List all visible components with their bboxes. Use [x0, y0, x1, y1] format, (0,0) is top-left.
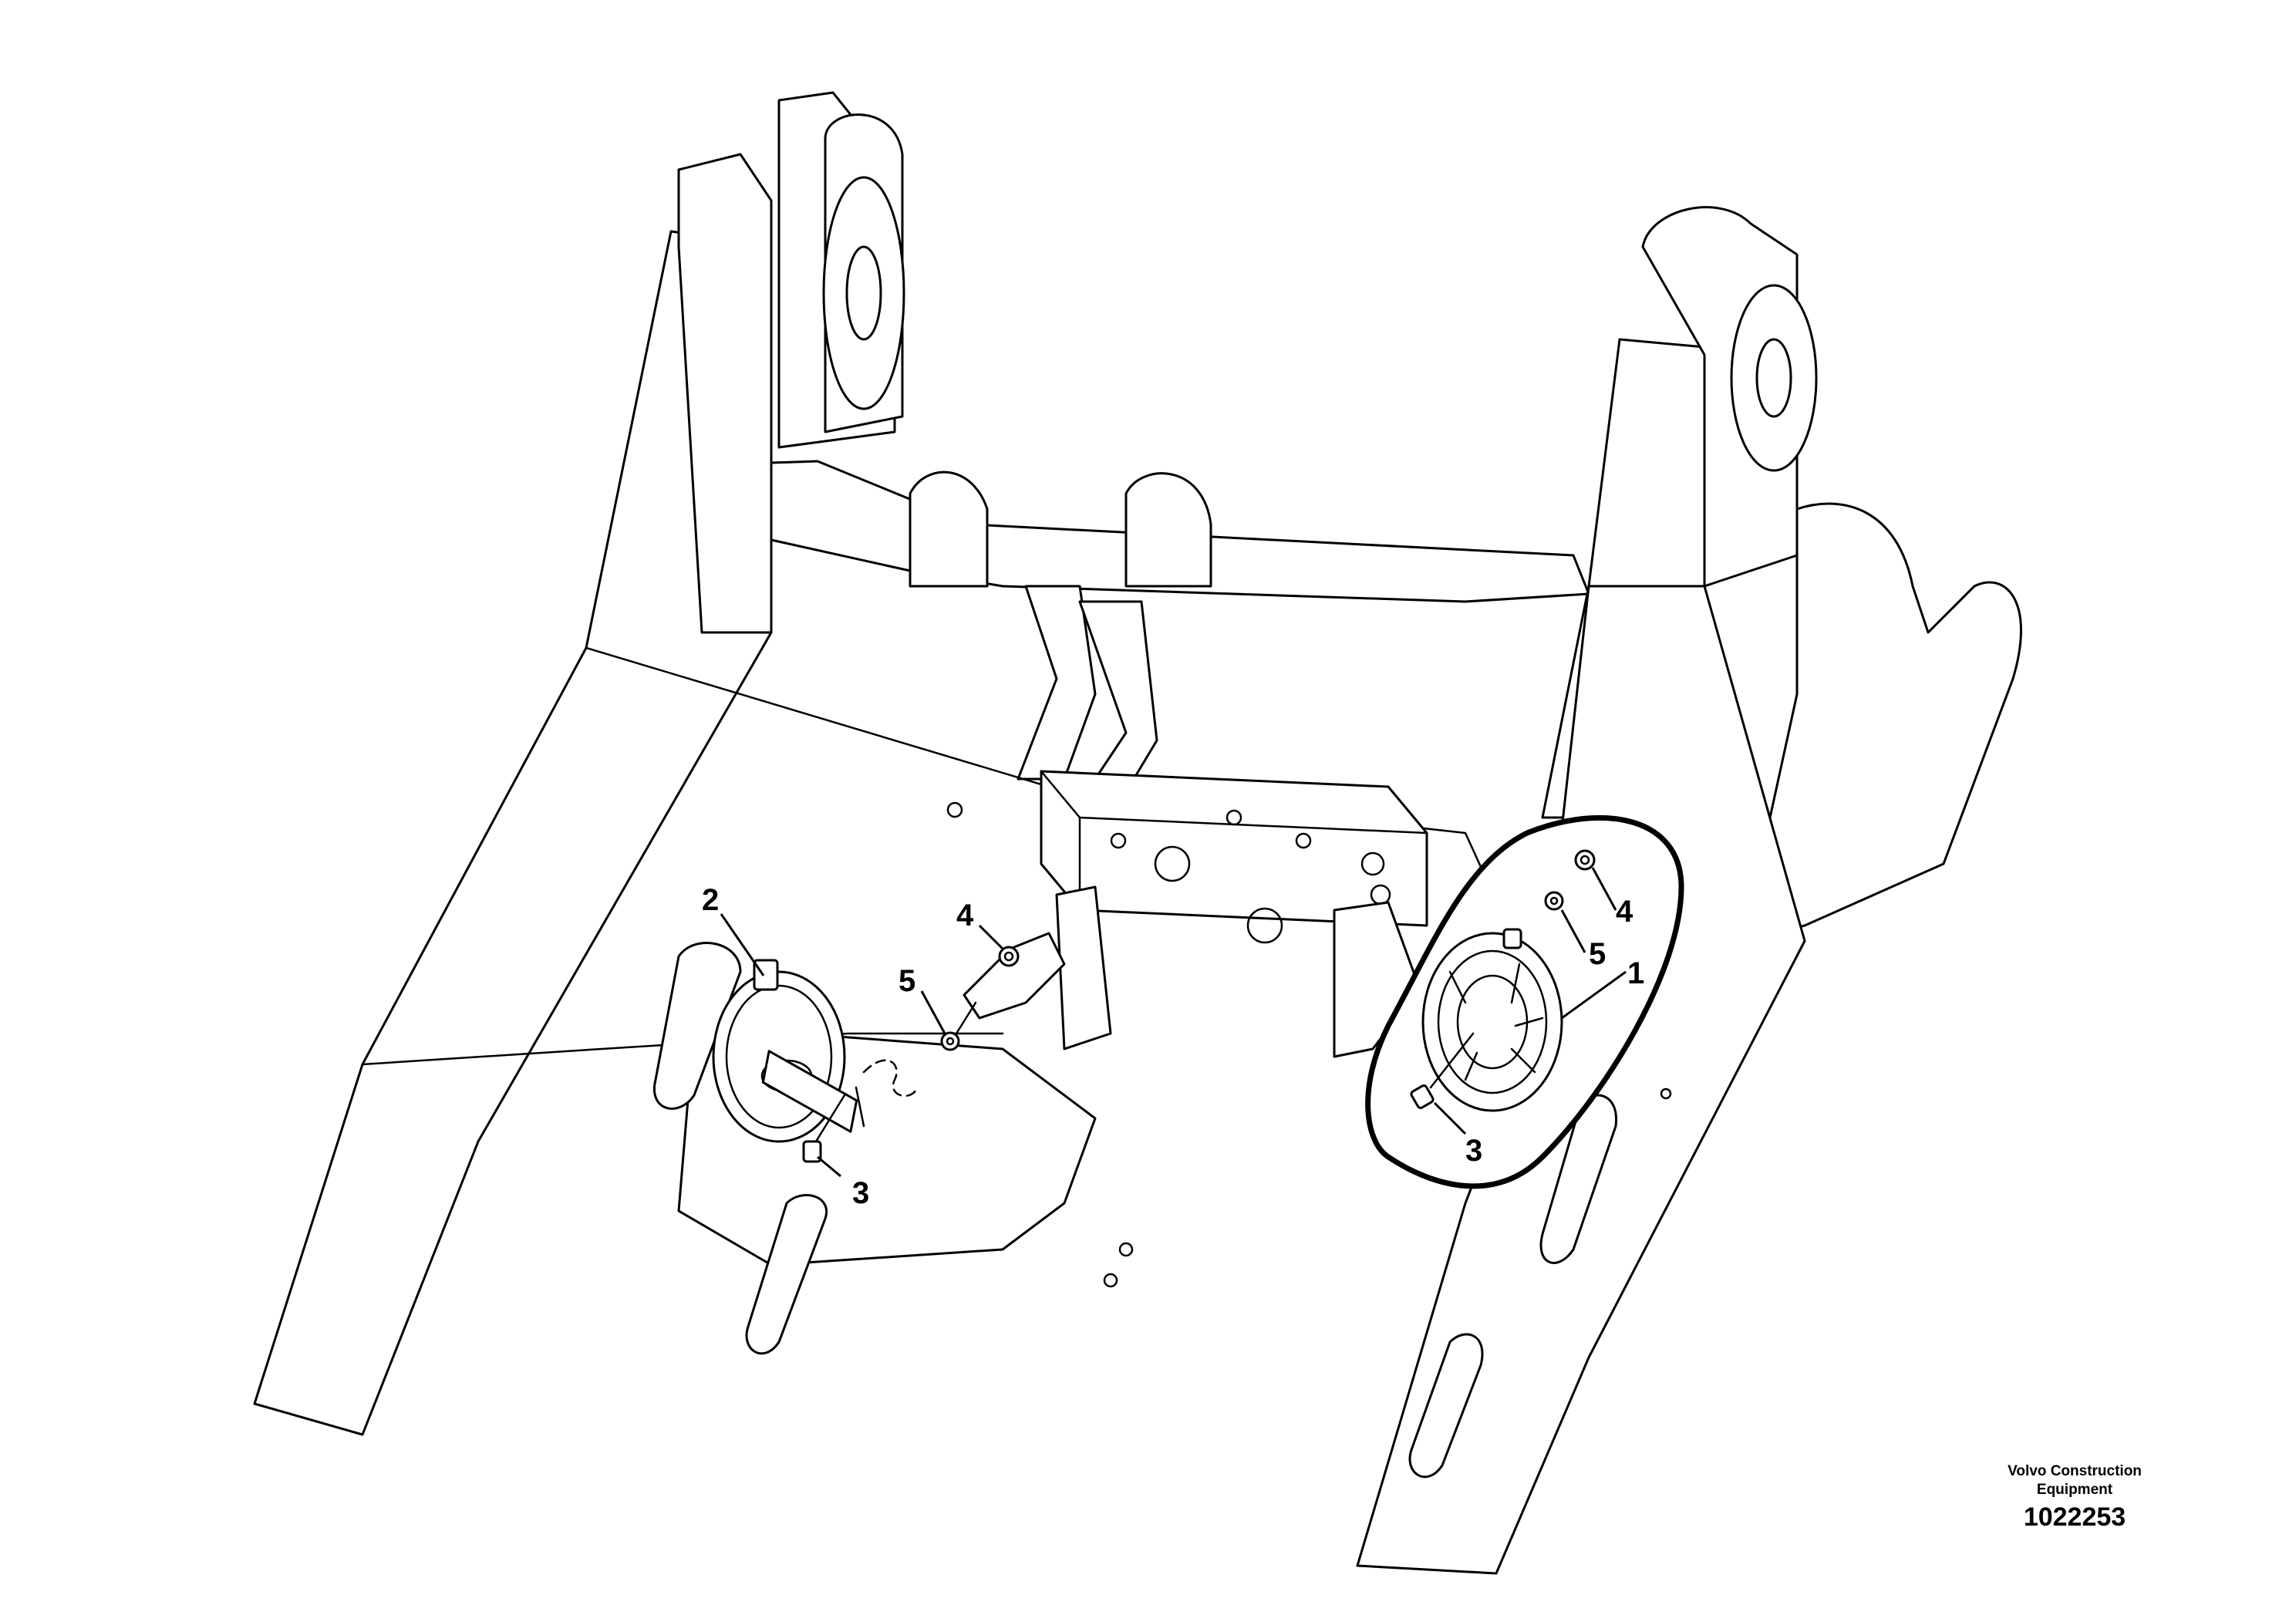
- frame-structure: [253, 91, 2022, 1575]
- horn-1: [1365, 814, 1684, 1189]
- callout-3-right: 3: [1465, 1134, 1482, 1168]
- callout-2: 2: [702, 883, 719, 917]
- drawing-number: 1022253: [2023, 1502, 2126, 1532]
- manufacturer-line-2: Equipment: [2036, 1482, 2113, 1498]
- horn-2: [712, 959, 919, 1143]
- callout-4-right: 4: [1616, 895, 1633, 929]
- manufacturer-line-1: Volvo Construction: [2008, 1463, 2142, 1479]
- callout-5-left: 5: [899, 964, 915, 998]
- fasteners: [802, 849, 1596, 1163]
- leader-lines: [720, 867, 1627, 1178]
- manufacturer-name: Volvo Construction Equipment: [1971, 1462, 2179, 1499]
- callout-1: 1: [1627, 956, 1644, 990]
- callout-labels: 1 2 3 3 4 4 5 5: [702, 883, 1644, 1210]
- callout-4-left: 4: [956, 899, 974, 932]
- callout-5-right: 5: [1589, 937, 1606, 971]
- callout-3-left: 3: [852, 1176, 869, 1210]
